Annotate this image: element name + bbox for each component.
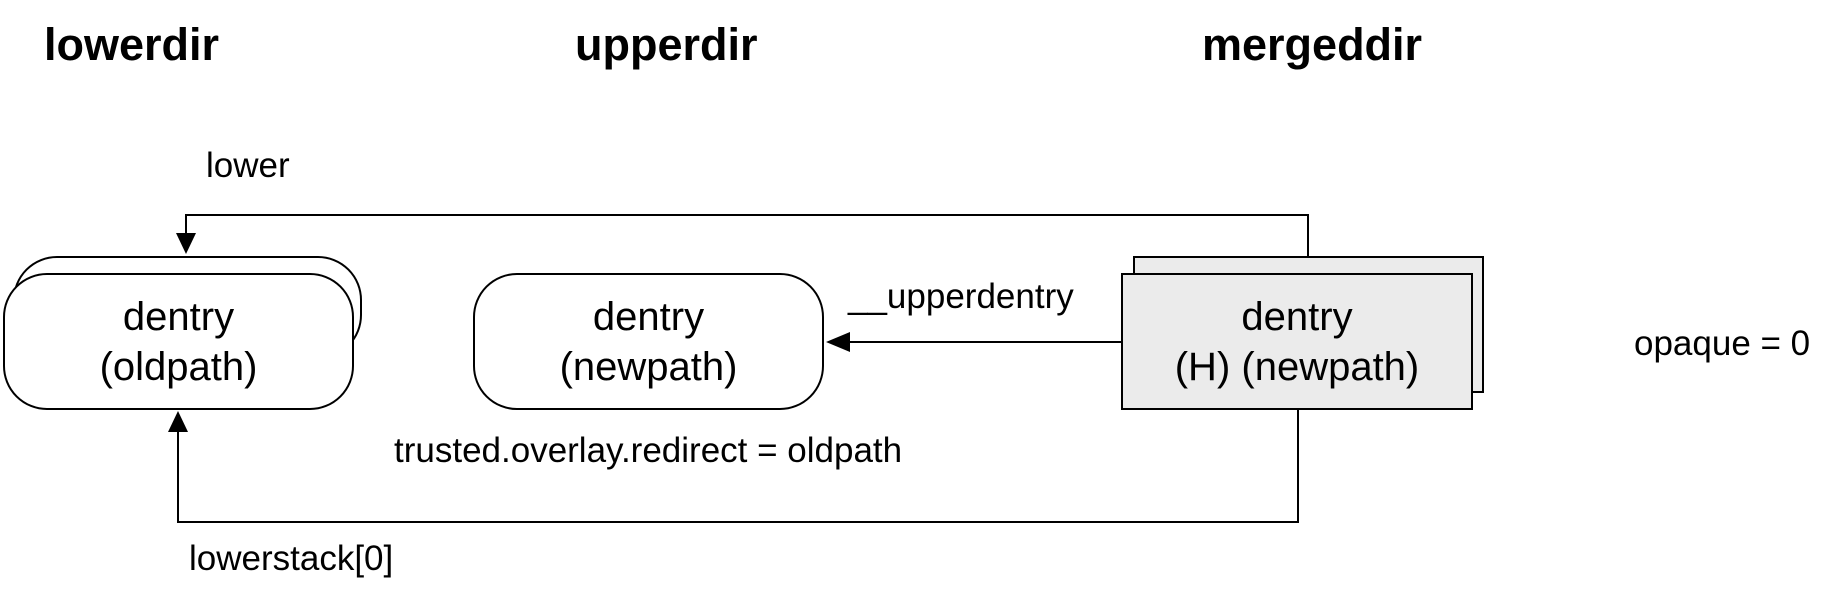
lower-edge-label: lower [206,146,290,185]
lower-edge-line [185,214,1309,256]
opaque-annotation: opaque = 0 [1634,324,1811,363]
upper-dentry-line1: dentry [592,294,705,339]
lower-edge-arrowhead [176,233,196,254]
lower-dentry-line1: dentry [122,294,235,339]
upperdentry-edge-label: __upperdentry [848,277,1074,316]
lower-dentry-label: dentry (oldpath) [3,273,354,410]
lower-dentry-line2: (oldpath) [99,344,258,389]
column-header-upperdir: upperdir [575,19,758,70]
column-header-mergeddir: mergeddir [1202,19,1423,70]
upper-dentry-label: dentry (newpath) [473,273,824,410]
lowerstack-edge-arrowhead [168,411,188,432]
upper-dentry-node [473,273,824,410]
upper-dentry-line2: (newpath) [559,344,738,389]
upperdentry-edge-arrowhead [826,332,850,352]
merged-dentry-node [1121,273,1473,410]
merged-dentry-line1: dentry [1241,294,1353,339]
merged-dentry-line2: (H) (newpath) [1174,344,1420,389]
lowerstack-edge-line [177,410,1299,523]
lower-dentry-node [3,273,354,410]
lowerstack-edge-label: lowerstack[0] [189,539,394,578]
merged-dentry-label: dentry (H) (newpath) [1121,273,1473,410]
redirect-xattr-annotation: trusted.overlay.redirect = oldpath [394,431,903,470]
column-header-lowerdir: lowerdir [44,19,220,70]
